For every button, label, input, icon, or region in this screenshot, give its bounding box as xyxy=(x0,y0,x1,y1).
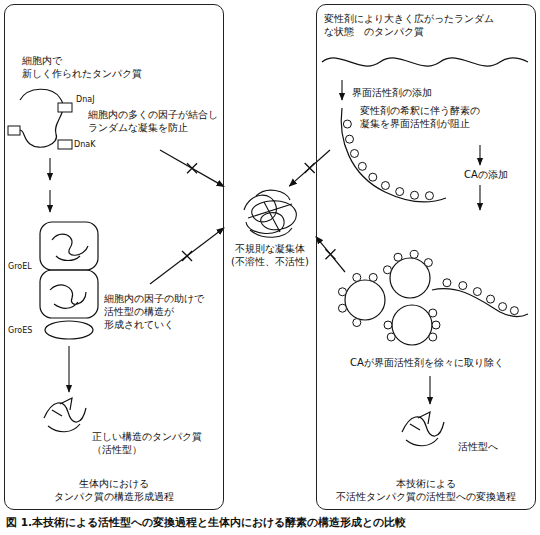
cross-mark xyxy=(182,251,192,261)
node-text: 本技術による 不活性タンパク質の活性型への変換過程 xyxy=(334,477,518,503)
folded-protein xyxy=(402,412,444,446)
part-name: DnaK xyxy=(74,140,100,150)
folded-protein xyxy=(44,398,86,432)
groel-barrel xyxy=(40,270,98,318)
note-text: 変性剤により大きく広がったランダム な状態 のタンパク質 xyxy=(324,12,497,38)
step-arrow xyxy=(429,376,430,404)
denatured-chain xyxy=(322,58,528,66)
surfactant-bead xyxy=(369,273,377,281)
folded-protein xyxy=(48,398,80,432)
surfactant-bead xyxy=(499,303,507,311)
text-stack: 生体内における タンパク質の構造形成過程 xyxy=(5,477,223,503)
folded-protein xyxy=(44,403,86,422)
aggregate-node: 不規則な凝集体 (不溶性、不活性) xyxy=(224,186,316,272)
ca-molecule xyxy=(345,258,432,345)
ca-molecule xyxy=(345,280,385,320)
note-text: 細胞内で 新しく作られたタンパク質 xyxy=(22,54,145,80)
groel-barrel xyxy=(40,222,98,318)
surfactant-bead xyxy=(394,253,402,261)
surfactant-bead xyxy=(473,288,481,296)
step-arrow xyxy=(479,145,480,165)
groel-barrel xyxy=(52,234,88,260)
folded-protein xyxy=(406,412,438,446)
note-text: 正しい構造のタンパク質 （活性型） xyxy=(92,430,205,456)
chaperone-block xyxy=(8,103,72,149)
blocked-arrow xyxy=(150,228,224,284)
part-name: DnaJ xyxy=(76,95,102,105)
surfactant-bead xyxy=(432,321,440,329)
surfactant-bead xyxy=(424,259,432,267)
blocked-arrow xyxy=(289,150,330,186)
step-arrow xyxy=(341,80,342,100)
note-text: CAが界面活性剤を徐々に取り除く xyxy=(350,356,502,369)
cross-mark xyxy=(187,163,197,173)
blocked-arrow xyxy=(316,237,345,272)
surfactant-bead xyxy=(338,304,346,312)
cross-mark xyxy=(325,249,335,259)
surfactant-bead xyxy=(353,319,361,327)
folded-protein xyxy=(402,417,444,436)
figure-caption: 図 1.本技術による活性型への変換過程と生体内における酵素の構造形成との比較 xyxy=(6,516,406,529)
surfactant-bead xyxy=(383,266,391,274)
surfactant-bead xyxy=(443,279,451,287)
surfactant-bead xyxy=(338,120,518,341)
chaperone-block xyxy=(8,126,20,135)
surfactant-bead xyxy=(429,309,437,317)
blocked-arrow xyxy=(160,150,224,187)
surfactant-bead xyxy=(338,288,346,296)
node-text: 生体内における タンパク質の構造形成過程 xyxy=(52,477,176,503)
text-stack: 不規則な凝集体 (不溶性、不活性) xyxy=(224,242,316,268)
ca-molecule xyxy=(392,305,432,345)
part-name: GroEL xyxy=(8,262,35,272)
note-text: 細胞内の多くの因子が結合し ランダムな凝集を防止 xyxy=(88,108,219,134)
new-protein-chain xyxy=(16,89,63,147)
step-arrow xyxy=(49,190,50,212)
note-text: CAの添加 xyxy=(464,168,516,181)
surfactant-bead xyxy=(381,182,389,190)
note-text: 界面活性剤の添加 xyxy=(352,86,435,99)
aggregate-tangle xyxy=(248,190,292,237)
surfactant-bead xyxy=(350,149,358,157)
aggregate-tangle xyxy=(244,190,296,237)
surfactant-bead xyxy=(396,188,404,196)
part-name: GroES xyxy=(8,326,35,336)
surfactant-bead xyxy=(425,192,433,200)
new-protein-chain xyxy=(16,89,63,147)
surfactant-bead xyxy=(369,173,377,181)
surfactant-bead xyxy=(384,321,392,329)
step-arrow xyxy=(479,185,480,210)
groel-barrel xyxy=(40,222,98,270)
surfactant-bead xyxy=(429,333,437,341)
surfactant-bead xyxy=(353,273,361,281)
note-text: 細胞内の因子の助けで 活性型の構造が 形成されていく xyxy=(104,292,207,331)
ca-molecule xyxy=(390,258,430,298)
surfactant-bead xyxy=(358,162,366,170)
surfactant-bead xyxy=(411,191,419,199)
groel-barrel xyxy=(50,285,86,308)
step-arrow xyxy=(49,158,50,180)
surfactant-bead xyxy=(510,307,518,315)
note-text: 活性型へ xyxy=(458,440,502,453)
groes-cap xyxy=(45,321,93,339)
text-stack: 本技術による 不活性タンパク質の活性型への変換過程 xyxy=(317,477,535,503)
chaperone-block xyxy=(58,103,72,112)
surfactant-bead xyxy=(346,135,354,143)
chaperone-block xyxy=(58,140,72,149)
step-arrow xyxy=(68,346,69,392)
surfactant-bead xyxy=(410,250,418,258)
surfactant-bead xyxy=(459,282,467,290)
cross-mark xyxy=(305,163,315,173)
surfactant-bead xyxy=(487,295,495,303)
process-panel: 本技術による 不活性タンパク質の活性型への変換過程 xyxy=(316,4,536,510)
node-text: 不規則な凝集体 (不溶性、不活性) xyxy=(228,242,312,268)
note-text: 変性剤の希釈に伴う酵素の 凝集を界面活性剤が阻止 xyxy=(360,104,483,130)
surfactant-bead xyxy=(387,333,395,341)
surfactant-bead xyxy=(343,120,351,128)
